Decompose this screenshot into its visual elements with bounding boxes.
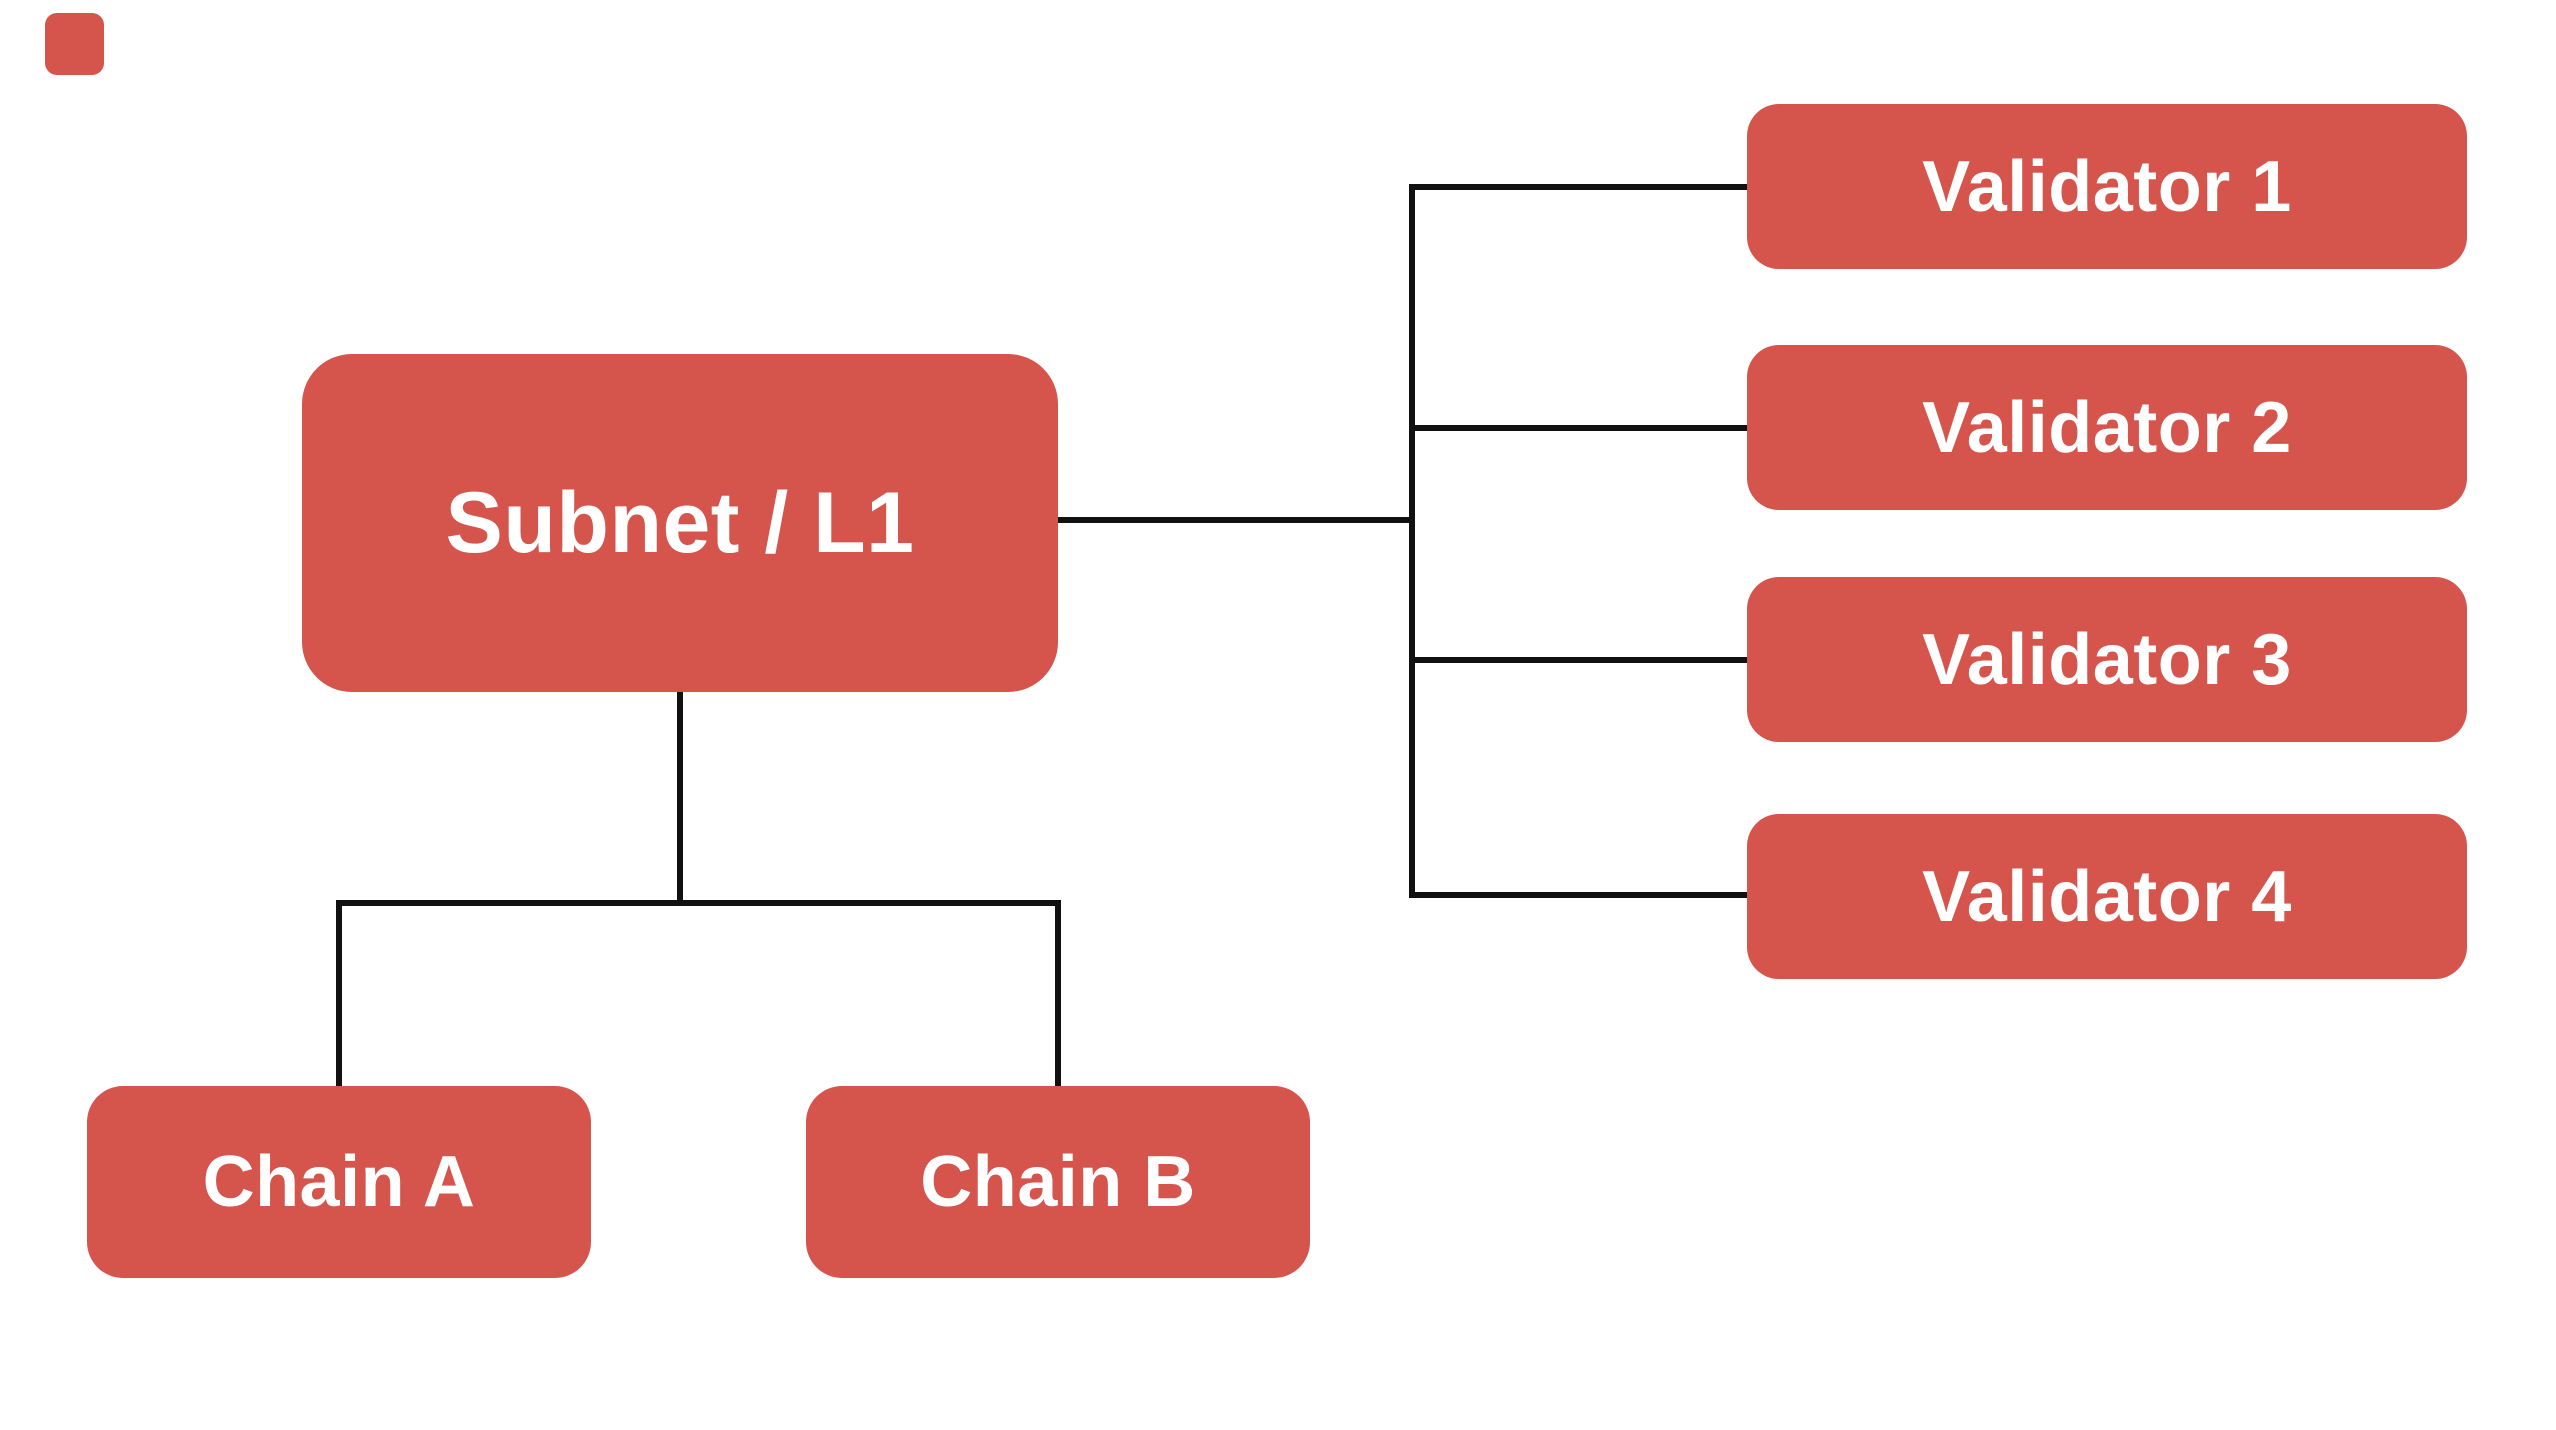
node-validator-1-label: Validator 1: [1922, 146, 2292, 227]
connector-validator-trunk: [1409, 184, 1415, 898]
node-chain-b: Chain B: [806, 1086, 1310, 1278]
connector-subnet-to-trunk: [1056, 517, 1412, 523]
connector-branch-validator-2: [1409, 425, 1747, 431]
node-validator-4: Validator 4: [1747, 814, 2467, 979]
connector-subnet-down: [677, 692, 683, 906]
node-validator-3: Validator 3: [1747, 577, 2467, 742]
node-validator-4-label: Validator 4: [1922, 856, 2292, 937]
connector-branch-validator-1: [1409, 184, 1747, 190]
connector-chain-b-down: [1055, 900, 1061, 1086]
node-chain-a-label: Chain A: [202, 1142, 476, 1222]
corner-accent-square: [45, 13, 104, 75]
node-subnet-l1-label: Subnet / L1: [445, 475, 915, 571]
node-chain-b-label: Chain B: [920, 1142, 1196, 1222]
connector-chains-horizontal: [336, 900, 1061, 906]
node-validator-2: Validator 2: [1747, 345, 2467, 510]
node-validator-2-label: Validator 2: [1922, 387, 2292, 468]
connector-chain-a-down: [336, 900, 342, 1086]
connector-branch-validator-4: [1409, 892, 1747, 898]
connector-branch-validator-3: [1409, 657, 1747, 663]
node-validator-3-label: Validator 3: [1922, 619, 2292, 700]
node-subnet-l1: Subnet / L1: [302, 354, 1058, 692]
node-chain-a: Chain A: [87, 1086, 591, 1278]
node-validator-1: Validator 1: [1747, 104, 2467, 269]
